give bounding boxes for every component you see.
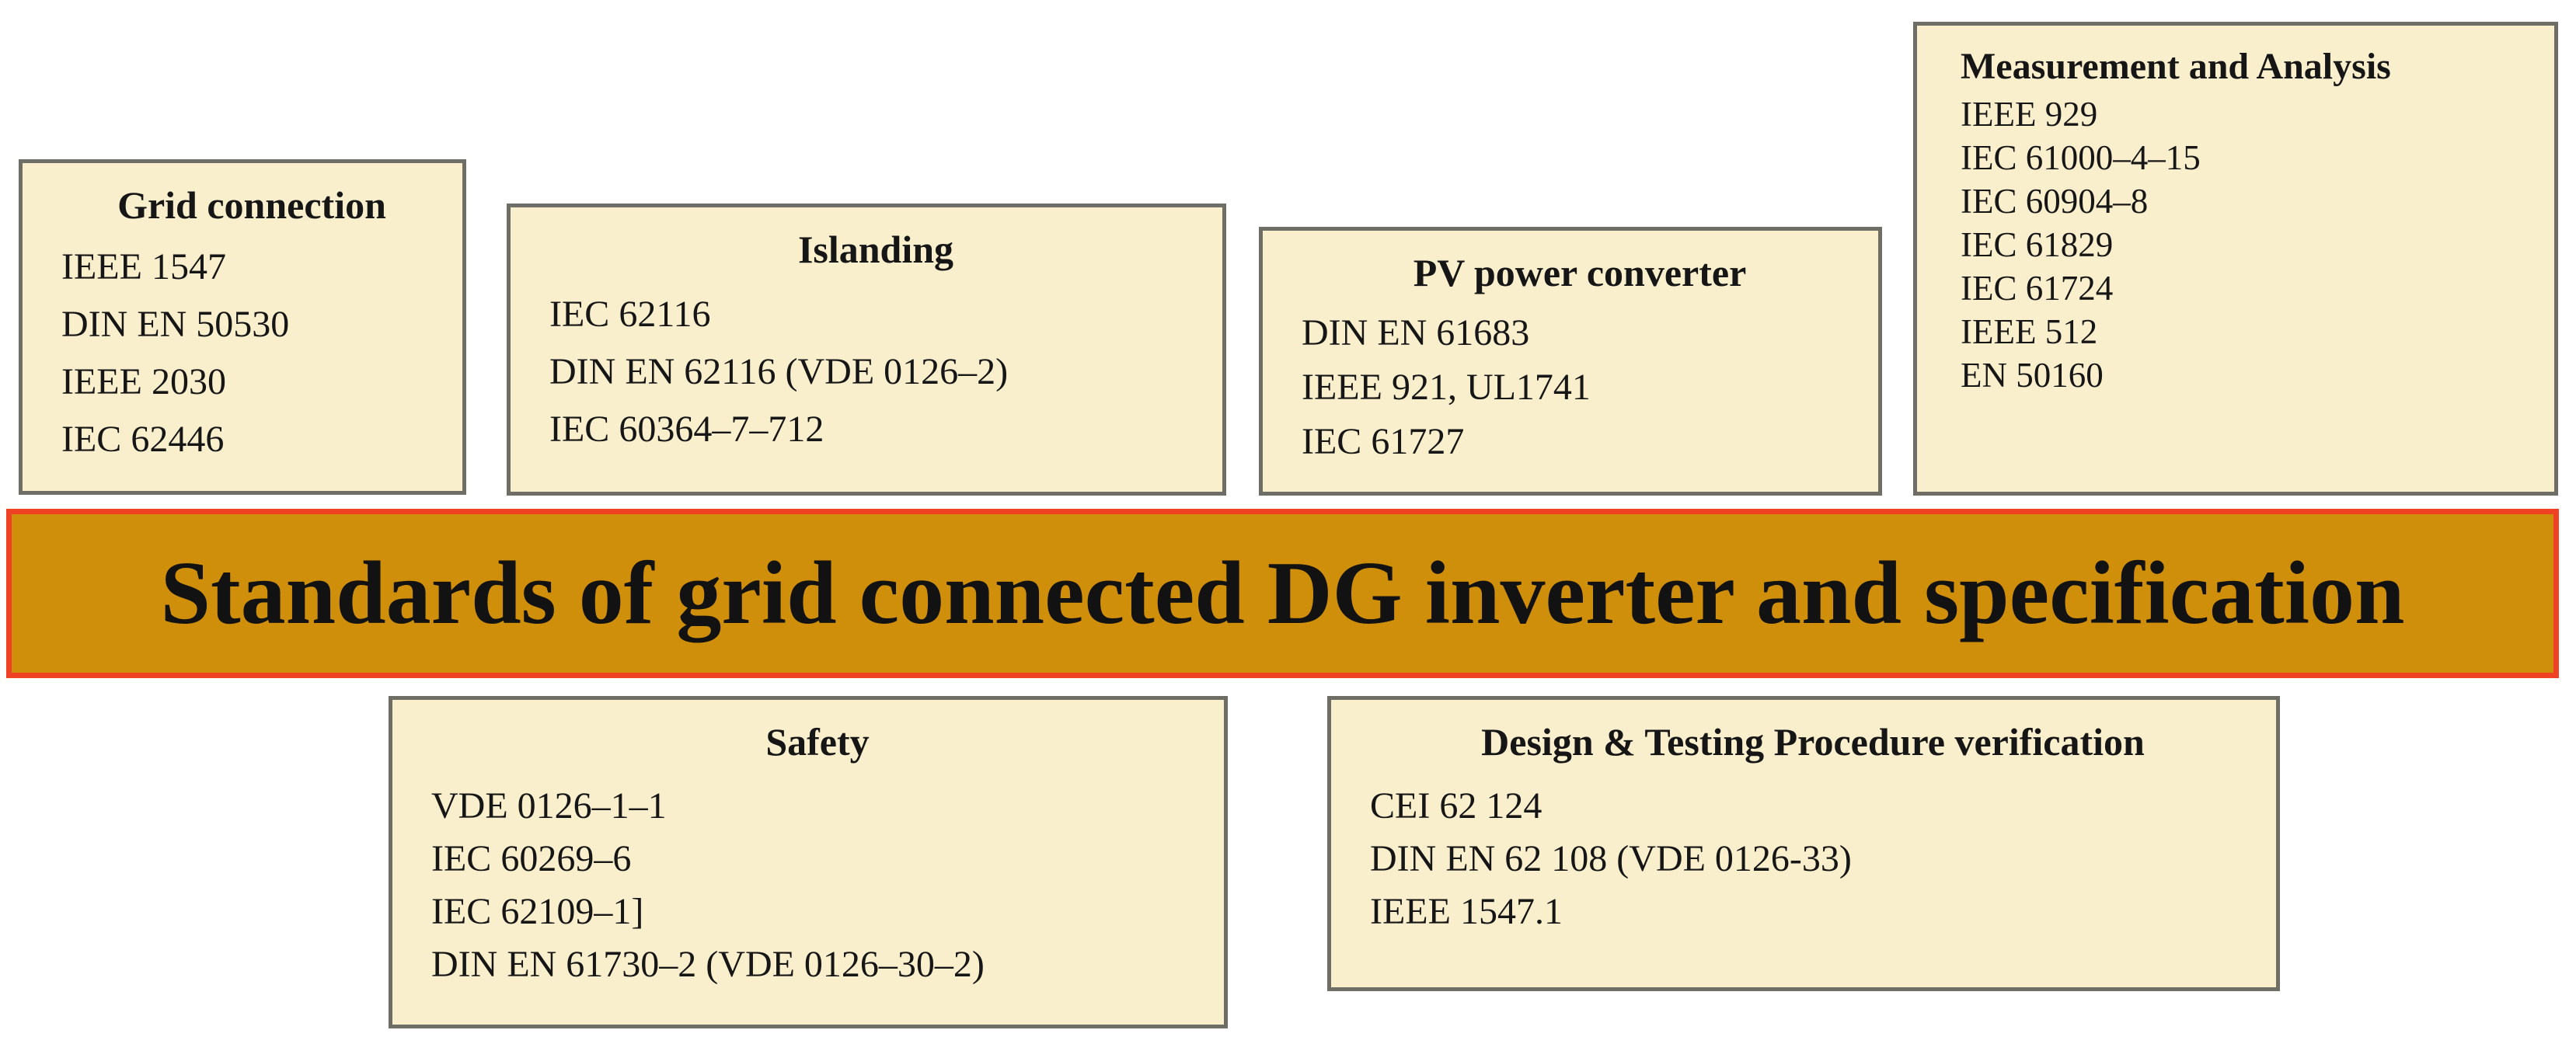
standard-item: DIN EN 62116 (VDE 0126–2) — [549, 351, 1009, 392]
box-safety: Safety VDE 0126–1–1 IEC 60269–6 IEC 6210… — [389, 696, 1228, 1028]
box-pv-power-converter: PV power converter DIN EN 61683 IEEE 921… — [1259, 227, 1882, 496]
standard-item: VDE 0126–1–1 — [431, 785, 667, 826]
central-banner: Standards of grid connected DG inverter … — [6, 509, 2559, 678]
standard-item: IEC 62116 — [549, 294, 711, 335]
standard-item: IEEE 929 — [1961, 95, 2098, 134]
standard-item: IEEE 1547 — [61, 246, 226, 287]
standard-item: CEI 62 124 — [1370, 785, 1542, 826]
box-pv-power-converter-title: PV power converter — [1413, 251, 1747, 294]
standard-item: IEEE 921, UL1741 — [1302, 367, 1591, 408]
box-islanding: Islanding IEC 62116 DIN EN 62116 (VDE 01… — [507, 204, 1226, 496]
standard-item: IEC 60364–7–712 — [549, 409, 824, 450]
standard-item: IEEE 2030 — [61, 361, 226, 402]
standard-item: DIN EN 50530 — [61, 304, 290, 345]
box-safety-title: Safety — [765, 720, 870, 764]
standard-item: IEC 62446 — [61, 419, 225, 460]
box-design-testing-procedure-verification: Design & Testing Procedure verification … — [1327, 696, 2280, 991]
standard-item: IEC 61724 — [1961, 269, 2114, 308]
box-islanding-title: Islanding — [797, 228, 954, 271]
standard-item: IEC 61727 — [1302, 421, 1465, 462]
box-grid-connection: Grid connection IEEE 1547 DIN EN 50530 I… — [19, 159, 466, 495]
box-grid-connection-title: Grid connection — [117, 183, 386, 227]
standard-item: IEEE 512 — [1961, 312, 2098, 352]
standard-item: IEEE 1547.1 — [1370, 891, 1563, 932]
standard-item: IEC 61000–4–15 — [1961, 138, 2201, 178]
standard-item: DIN EN 61730–2 (VDE 0126–30–2) — [431, 944, 985, 985]
standard-item: IEC 60269–6 — [431, 838, 632, 879]
standard-item: IEC 61829 — [1961, 225, 2114, 265]
standard-item: IEC 62109–1] — [431, 891, 644, 932]
standard-item: IEC 60904–8 — [1961, 182, 2149, 221]
box-measurement-and-analysis-title: Measurement and Analysis — [1961, 46, 2391, 87]
box-measurement-and-analysis: Measurement and Analysis IEEE 929 IEC 61… — [1913, 22, 2558, 496]
central-banner-label: Standards of grid connected DG inverter … — [160, 544, 2405, 643]
standard-item: DIN EN 62 108 (VDE 0126-33) — [1370, 838, 1852, 879]
box-design-testing-procedure-verification-title: Design & Testing Procedure verification — [1481, 720, 2145, 764]
standard-item: DIN EN 61683 — [1302, 312, 1530, 353]
standard-item: EN 50160 — [1961, 356, 2104, 395]
